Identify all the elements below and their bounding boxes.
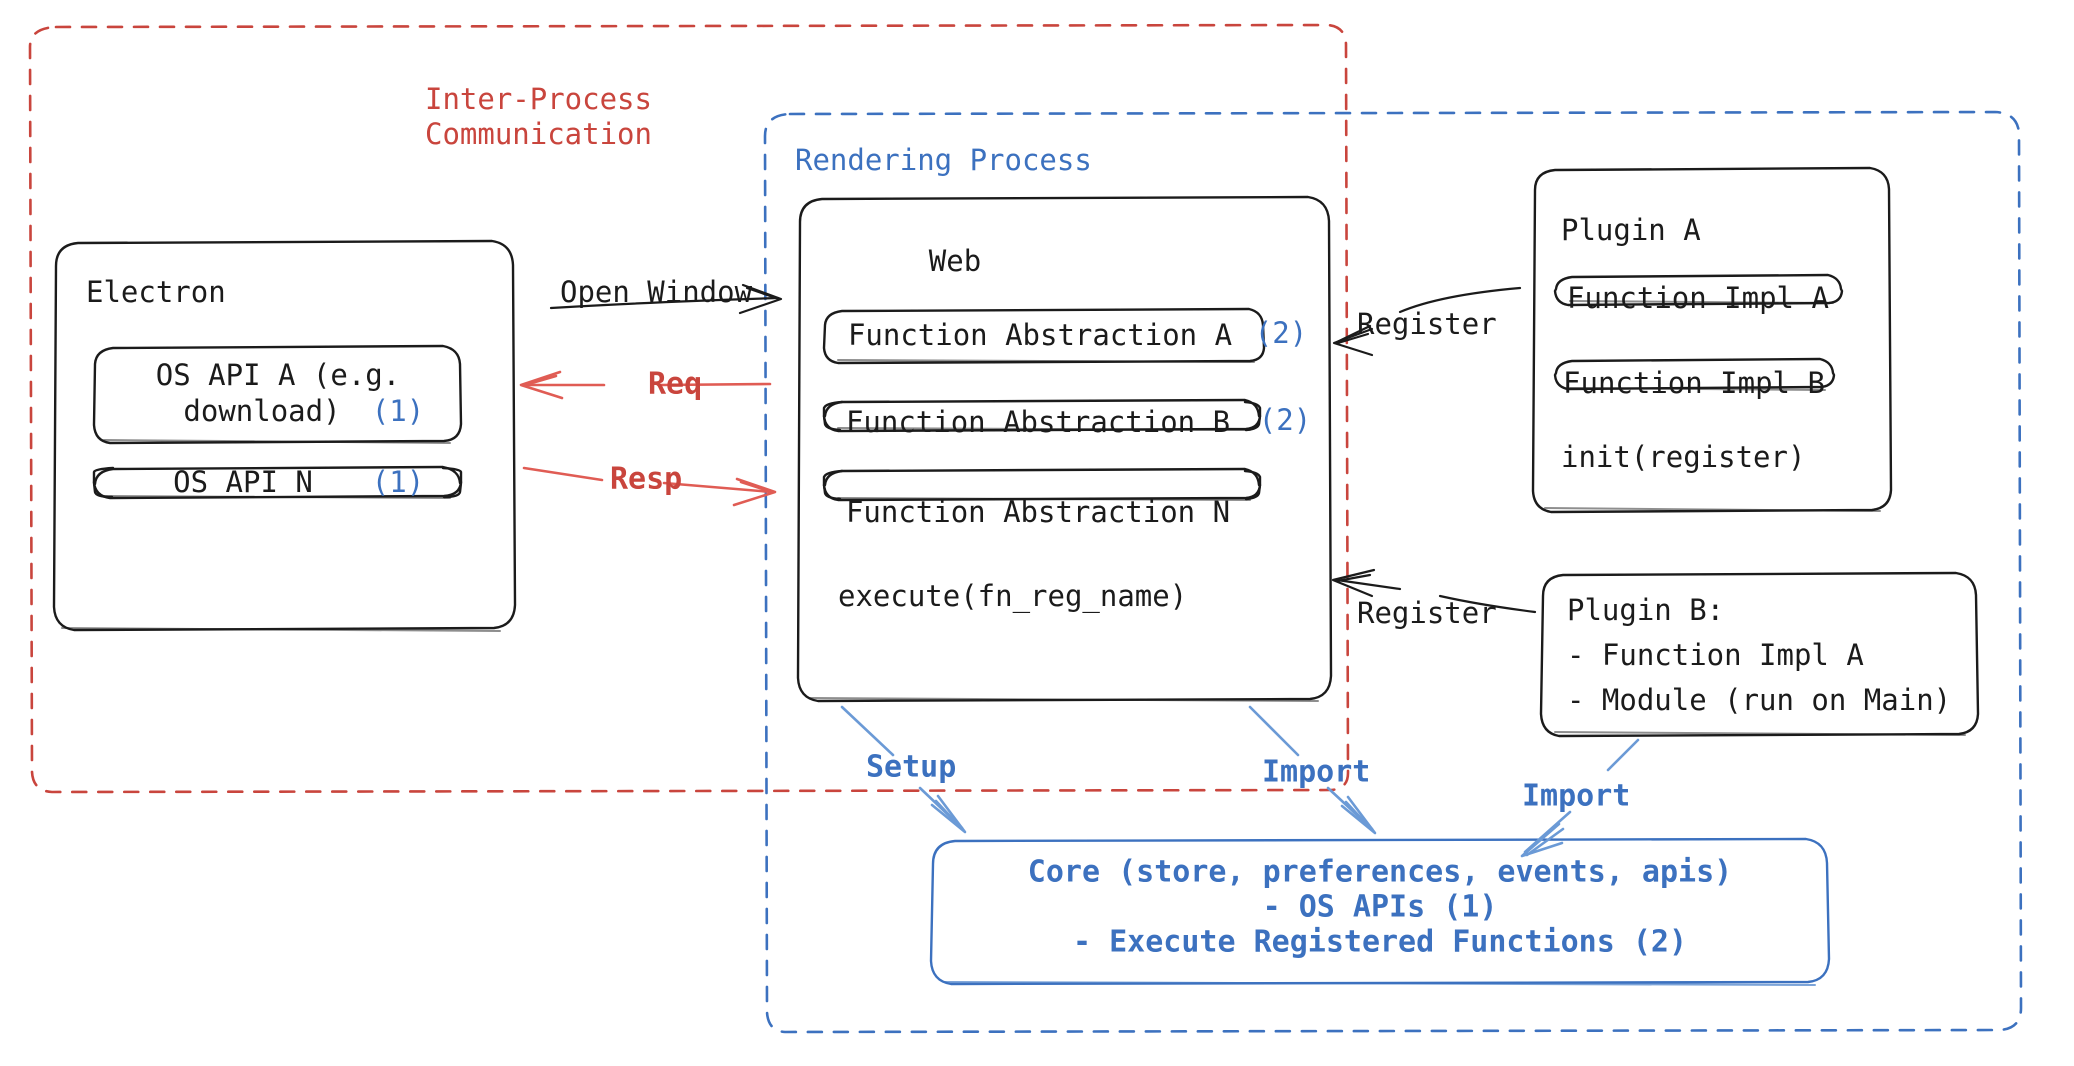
web-execute-label: execute(fn_reg_name): [838, 579, 1187, 614]
plugin-a-title: Plugin A: [1561, 213, 1701, 247]
import-arrow-web: [1248, 705, 1377, 835]
plugin-a-box: [1531, 166, 1893, 514]
resp-label: Resp: [610, 462, 682, 497]
rendering-process-label: Rendering Process: [795, 143, 1092, 177]
resp-arrow: [522, 466, 777, 507]
os-api-a-tag: (1): [372, 394, 424, 428]
register-arrow-b: [1331, 568, 1537, 614]
open-window-arrow: [549, 283, 783, 315]
function-impl-a-box: [1553, 273, 1844, 307]
core-line1: Core (store, preferences, events, apis): [1028, 855, 1732, 890]
req-arrow: [519, 370, 772, 400]
plugin-a-init-label: init(register): [1561, 440, 1805, 474]
os-api-n-box: [92, 465, 463, 500]
function-abstraction-b-label: Function Abstraction B: [846, 405, 1230, 439]
import-web-label: Import: [1262, 755, 1370, 790]
function-abstraction-a-box: [822, 307, 1266, 365]
ipc-label-line1: Inter-Process: [425, 82, 652, 116]
web-box: [796, 195, 1333, 703]
function-abstraction-n-label: Function Abstraction N: [846, 495, 1230, 529]
setup-arrow: [840, 705, 967, 834]
core-line3: - Execute Registered Functions (2): [1073, 925, 1687, 960]
os-api-a-box: [92, 344, 463, 445]
plugin-b-title: Plugin B:: [1567, 593, 1724, 627]
rendering-process-region: [763, 110, 2023, 1034]
core-line2: - OS APIs (1): [1263, 890, 1498, 925]
function-impl-b-label: Function Impl B: [1563, 366, 1825, 400]
req-label: Req: [648, 367, 702, 402]
function-abstraction-b-box: [822, 398, 1262, 433]
ipc-label-line2: Communication: [425, 117, 652, 151]
core-box: [929, 837, 1831, 986]
function-impl-a-label: Function Impl A: [1567, 281, 1829, 315]
function-abstraction-n-box: [822, 467, 1262, 502]
register-a-label: Register: [1357, 307, 1497, 341]
plugin-b-item-0: - Function Impl A: [1567, 638, 1864, 672]
register-arrow-a: [1332, 286, 1522, 357]
open-window-label: Open Window: [560, 275, 753, 309]
import-plugin-label: Import: [1522, 779, 1630, 814]
function-abstraction-b-tag: (2): [1259, 403, 1311, 437]
setup-label: Setup: [866, 750, 956, 785]
electron-box: [52, 239, 517, 632]
function-abstraction-a-label: Function Abstraction A: [848, 318, 1232, 352]
plugin-b-item-1: - Module (run on Main): [1567, 683, 1951, 717]
os-api-a-line1: OS API A (e.g.: [156, 358, 400, 392]
plugin-b-box: [1539, 571, 1980, 738]
web-title: Web: [929, 244, 981, 278]
os-api-n-line1: OS API N: [173, 465, 313, 499]
function-abstraction-a-tag: (2): [1255, 316, 1307, 350]
function-impl-b-box: [1553, 357, 1836, 391]
import-arrow-plugin-b: [1520, 738, 1640, 858]
os-api-n-tag: (1): [372, 465, 424, 499]
register-b-label: Register: [1357, 596, 1497, 630]
electron-title: Electron: [86, 275, 226, 309]
os-api-a-line2: download): [183, 394, 340, 428]
